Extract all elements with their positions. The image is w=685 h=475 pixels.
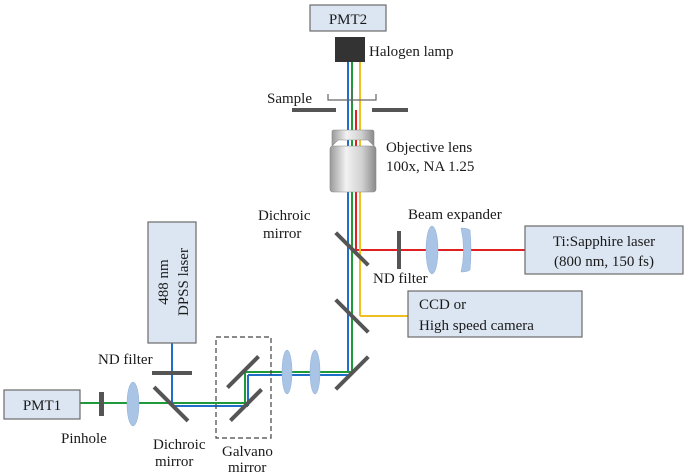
dichroic-mirror-bottom: [152, 385, 190, 423]
dpss-label-line2: DPSS laser: [176, 248, 192, 316]
pmt2-label: PMT2: [329, 12, 367, 28]
bottom-right-mirror: [334, 355, 370, 391]
ccd-camera-box: [407, 290, 583, 338]
beam-expander-lens-concave: [460, 227, 472, 273]
pmt1-label: PMT1: [23, 398, 61, 414]
sample-label: Sample: [267, 91, 312, 107]
relay-lens-left: [281, 349, 293, 395]
pinhole-focusing-lens: [126, 381, 140, 427]
ti-sapphire-laser-box: [524, 225, 684, 275]
galvano-mirror-lower: [229, 388, 263, 422]
dpss-label-line1: 488 nm: [156, 259, 172, 305]
dichroic-mirror-top: [334, 231, 370, 267]
pmt2-box: [309, 4, 387, 32]
galvano-mirror-upper: [226, 355, 260, 389]
halogen-lamp-label: Halogen lamp: [369, 44, 454, 60]
dichroic-bottom-label-line2: mirror: [155, 454, 193, 470]
halogen-lamp-block: [335, 37, 365, 62]
ti-sapphire-label-line1: Ti:Sapphire laser: [553, 234, 655, 250]
objective-label-line1: Objective lens: [386, 140, 472, 156]
dpss-laser-box: [147, 221, 197, 344]
galvano-label-line1: Galvano: [222, 444, 273, 460]
dichroic-top-label-line2: mirror: [263, 226, 301, 242]
nd-filter-right-label: ND filter: [373, 271, 428, 287]
nd-filter-left-label: ND filter: [98, 352, 153, 368]
pinhole: [99, 392, 104, 416]
objective-lens: [329, 129, 377, 193]
nd-filter-right: [397, 231, 401, 269]
pmt1-box: [3, 389, 81, 420]
ti-sapphire-label-line2: (800 nm, 150 fs): [554, 254, 654, 270]
sample-stage: [292, 88, 408, 112]
pinhole-label: Pinhole: [61, 431, 107, 447]
nd-filter-left: [152, 371, 192, 375]
beam-expander-lens-convex: [425, 225, 439, 275]
galvano-label-line2: mirror: [228, 460, 266, 475]
camera-mirror: [334, 298, 370, 334]
ccd-label-line2: High speed camera: [419, 318, 534, 334]
dichroic-top-label-line1: Dichroic: [258, 208, 311, 224]
objective-label-line2: 100x, NA 1.25: [386, 159, 474, 175]
galvano-box: [215, 336, 272, 439]
ccd-label-line1: CCD or: [419, 297, 466, 313]
beam-expander-label: Beam expander: [408, 207, 502, 223]
relay-lens-right: [309, 349, 321, 395]
dichroic-bottom-label-line1: Dichroic: [153, 437, 206, 453]
